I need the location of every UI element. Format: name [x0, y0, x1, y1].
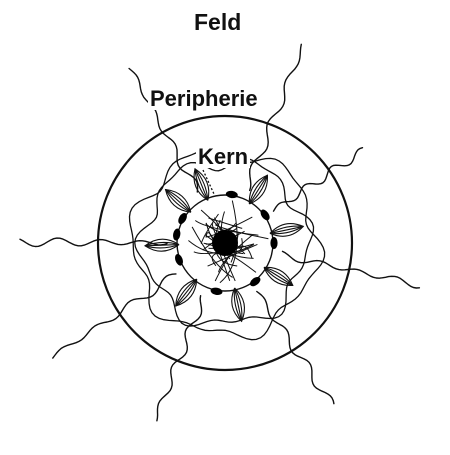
- petal-vein: [144, 241, 180, 247]
- core-node: [225, 190, 238, 199]
- petal-vein: [269, 225, 304, 235]
- core-node: [173, 228, 181, 241]
- periphery-boundary: [128, 146, 326, 341]
- kern-pointer-line: [202, 169, 215, 195]
- petal-vein: [165, 189, 192, 213]
- petal-vein: [194, 168, 209, 201]
- field-line: [249, 43, 302, 192]
- field-line: [272, 147, 364, 212]
- core-fiber: [208, 217, 243, 229]
- periphery-ring: [134, 157, 315, 327]
- petal-vein: [175, 278, 198, 307]
- petal-vein: [233, 287, 243, 322]
- petal-vein: [165, 188, 192, 213]
- petal-vein: [248, 174, 268, 205]
- core-fiber: [200, 213, 219, 245]
- field-line: [128, 67, 199, 193]
- petal-vein: [269, 225, 304, 234]
- core-node: [175, 254, 183, 266]
- core-node: [270, 237, 278, 249]
- petal-vein: [194, 168, 209, 201]
- petal-vein: [175, 279, 198, 307]
- petal-vein: [175, 278, 198, 307]
- periphery-ring: [128, 146, 326, 341]
- petal-vein: [234, 287, 243, 322]
- petals: [144, 167, 305, 323]
- core-node: [260, 209, 270, 221]
- petal-vein: [269, 225, 304, 234]
- petal-vein: [144, 244, 180, 249]
- label-kern: Kern: [196, 144, 251, 169]
- core-fiber: [211, 251, 244, 267]
- field-line: [52, 273, 177, 359]
- center-dot: [212, 230, 238, 256]
- petal-vein: [263, 267, 293, 286]
- field-line: [156, 295, 203, 422]
- outer-circle: [96, 114, 354, 372]
- petal-vein: [248, 174, 268, 205]
- core-node: [178, 213, 187, 224]
- core-node: [249, 276, 261, 287]
- field-line: [19, 237, 168, 248]
- core-node: [210, 287, 223, 295]
- petal-vein: [263, 266, 294, 286]
- label-feld: Feld: [194, 9, 242, 35]
- petal-vein: [194, 168, 209, 201]
- petal-vein: [263, 266, 294, 286]
- petal-vein: [144, 244, 180, 247]
- label-peripherie: Peripherie: [148, 86, 260, 111]
- petal-vein: [249, 175, 268, 205]
- core-fiber: [191, 226, 233, 278]
- petal-vein: [234, 287, 243, 322]
- core-nodes: [173, 190, 278, 295]
- core-fiber: [207, 243, 258, 267]
- petal-vein: [165, 189, 192, 213]
- core-fiber: [214, 245, 253, 282]
